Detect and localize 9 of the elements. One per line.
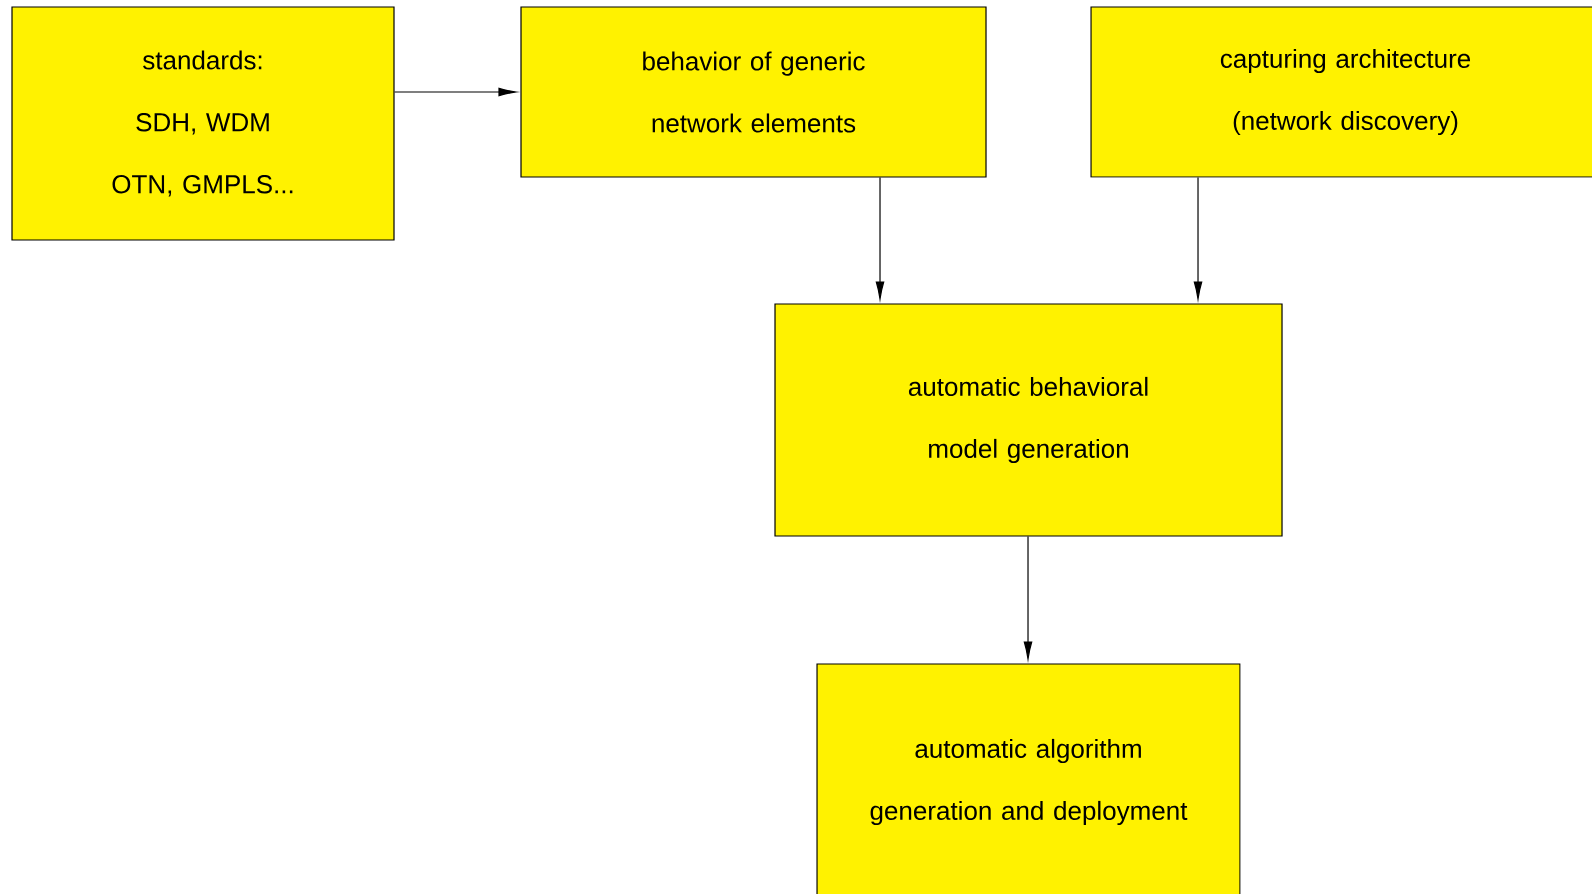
process-box: behavior of generic network elements xyxy=(520,6,987,178)
arrow xyxy=(875,177,885,300)
process-box: capturing architecture (network discovery) xyxy=(1090,6,1592,178)
arrow xyxy=(394,87,517,97)
arrow xyxy=(1193,177,1203,300)
process-box: automatic behavioral model generation xyxy=(774,303,1283,537)
process-box: automatic algorithm generation and deployment xyxy=(816,663,1241,894)
arrow xyxy=(1023,536,1033,660)
process-box: standards: SDH, WDM OTN, GMPLS... xyxy=(11,6,395,241)
